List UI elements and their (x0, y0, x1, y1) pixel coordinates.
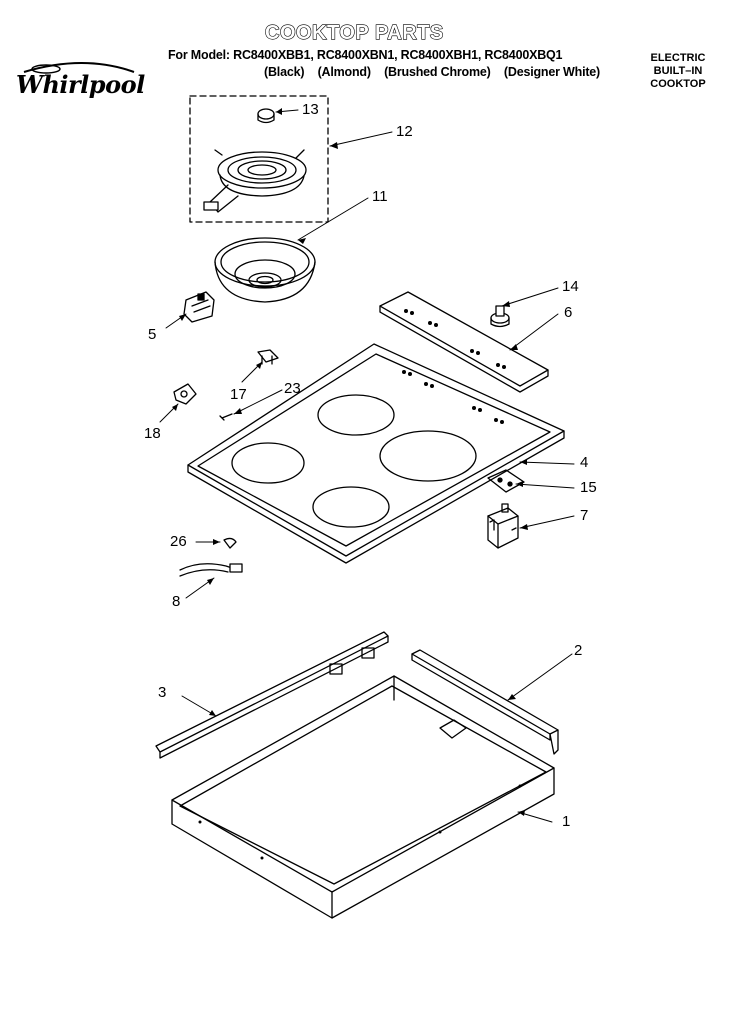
callout-13: 13 (302, 101, 319, 118)
terminal-block (183, 291, 215, 323)
finish-black: (Black) (264, 65, 305, 79)
type-line-3: COOKTOP (650, 78, 706, 90)
drip-bowl (214, 237, 316, 303)
callout-12: 12 (396, 123, 413, 140)
callout-5: 5 (148, 326, 157, 343)
logo-emblem-icon (23, 62, 135, 74)
callout-8: 8 (172, 593, 181, 610)
callout-15: 15 (580, 479, 597, 496)
control-knob (490, 305, 510, 328)
page-title: COOKTOP PARTS (264, 21, 444, 44)
finish-almond: (Almond) (317, 65, 371, 79)
brand-name: Whirlpool (16, 70, 145, 99)
appliance-type: ELECTRIC BUILT–IN COOKTOP (640, 52, 716, 91)
cooktop-frame (171, 675, 555, 919)
rear-trim (411, 649, 559, 755)
terminal-bracket (173, 383, 197, 405)
front-trim (155, 631, 389, 759)
infinite-switch (487, 503, 519, 549)
type-line-2: BUILT–IN (653, 65, 703, 77)
callout-18: 18 (144, 425, 161, 442)
screw (219, 413, 233, 421)
control-panel (379, 291, 549, 393)
finish-brushed-chrome: (Brushed Chrome) (384, 65, 491, 79)
callout-2: 2 (574, 642, 583, 659)
callout-3: 3 (158, 684, 167, 701)
control-bracket (487, 469, 525, 493)
wire-harness (179, 537, 243, 577)
callout-4: 4 (580, 454, 589, 471)
type-line-1: ELECTRIC (650, 52, 706, 64)
callout-1: 1 (562, 813, 571, 830)
callout-14: 14 (562, 278, 579, 295)
surface-unit-assembly (189, 95, 329, 223)
model-numbers: For Model: RC8400XBB1, RC8400XBN1, RC840… (168, 48, 563, 62)
brand-logo: Whirlpool (14, 58, 154, 106)
callout-11: 11 (372, 188, 388, 205)
leader-lines (159, 109, 575, 823)
finish-list: (Black) (Almond) (Brushed Chrome) (Desig… (264, 65, 610, 79)
callout-7: 7 (580, 507, 589, 524)
finish-designer-white: (Designer White) (503, 65, 601, 79)
callout-26: 26 (170, 533, 187, 550)
mounting-clip (257, 349, 279, 365)
callout-6: 6 (564, 304, 573, 321)
callout-17: 17 (230, 386, 247, 403)
main-top (187, 343, 565, 564)
leader-arrowheads (172, 108, 528, 816)
callout-23: 23 (284, 380, 301, 397)
